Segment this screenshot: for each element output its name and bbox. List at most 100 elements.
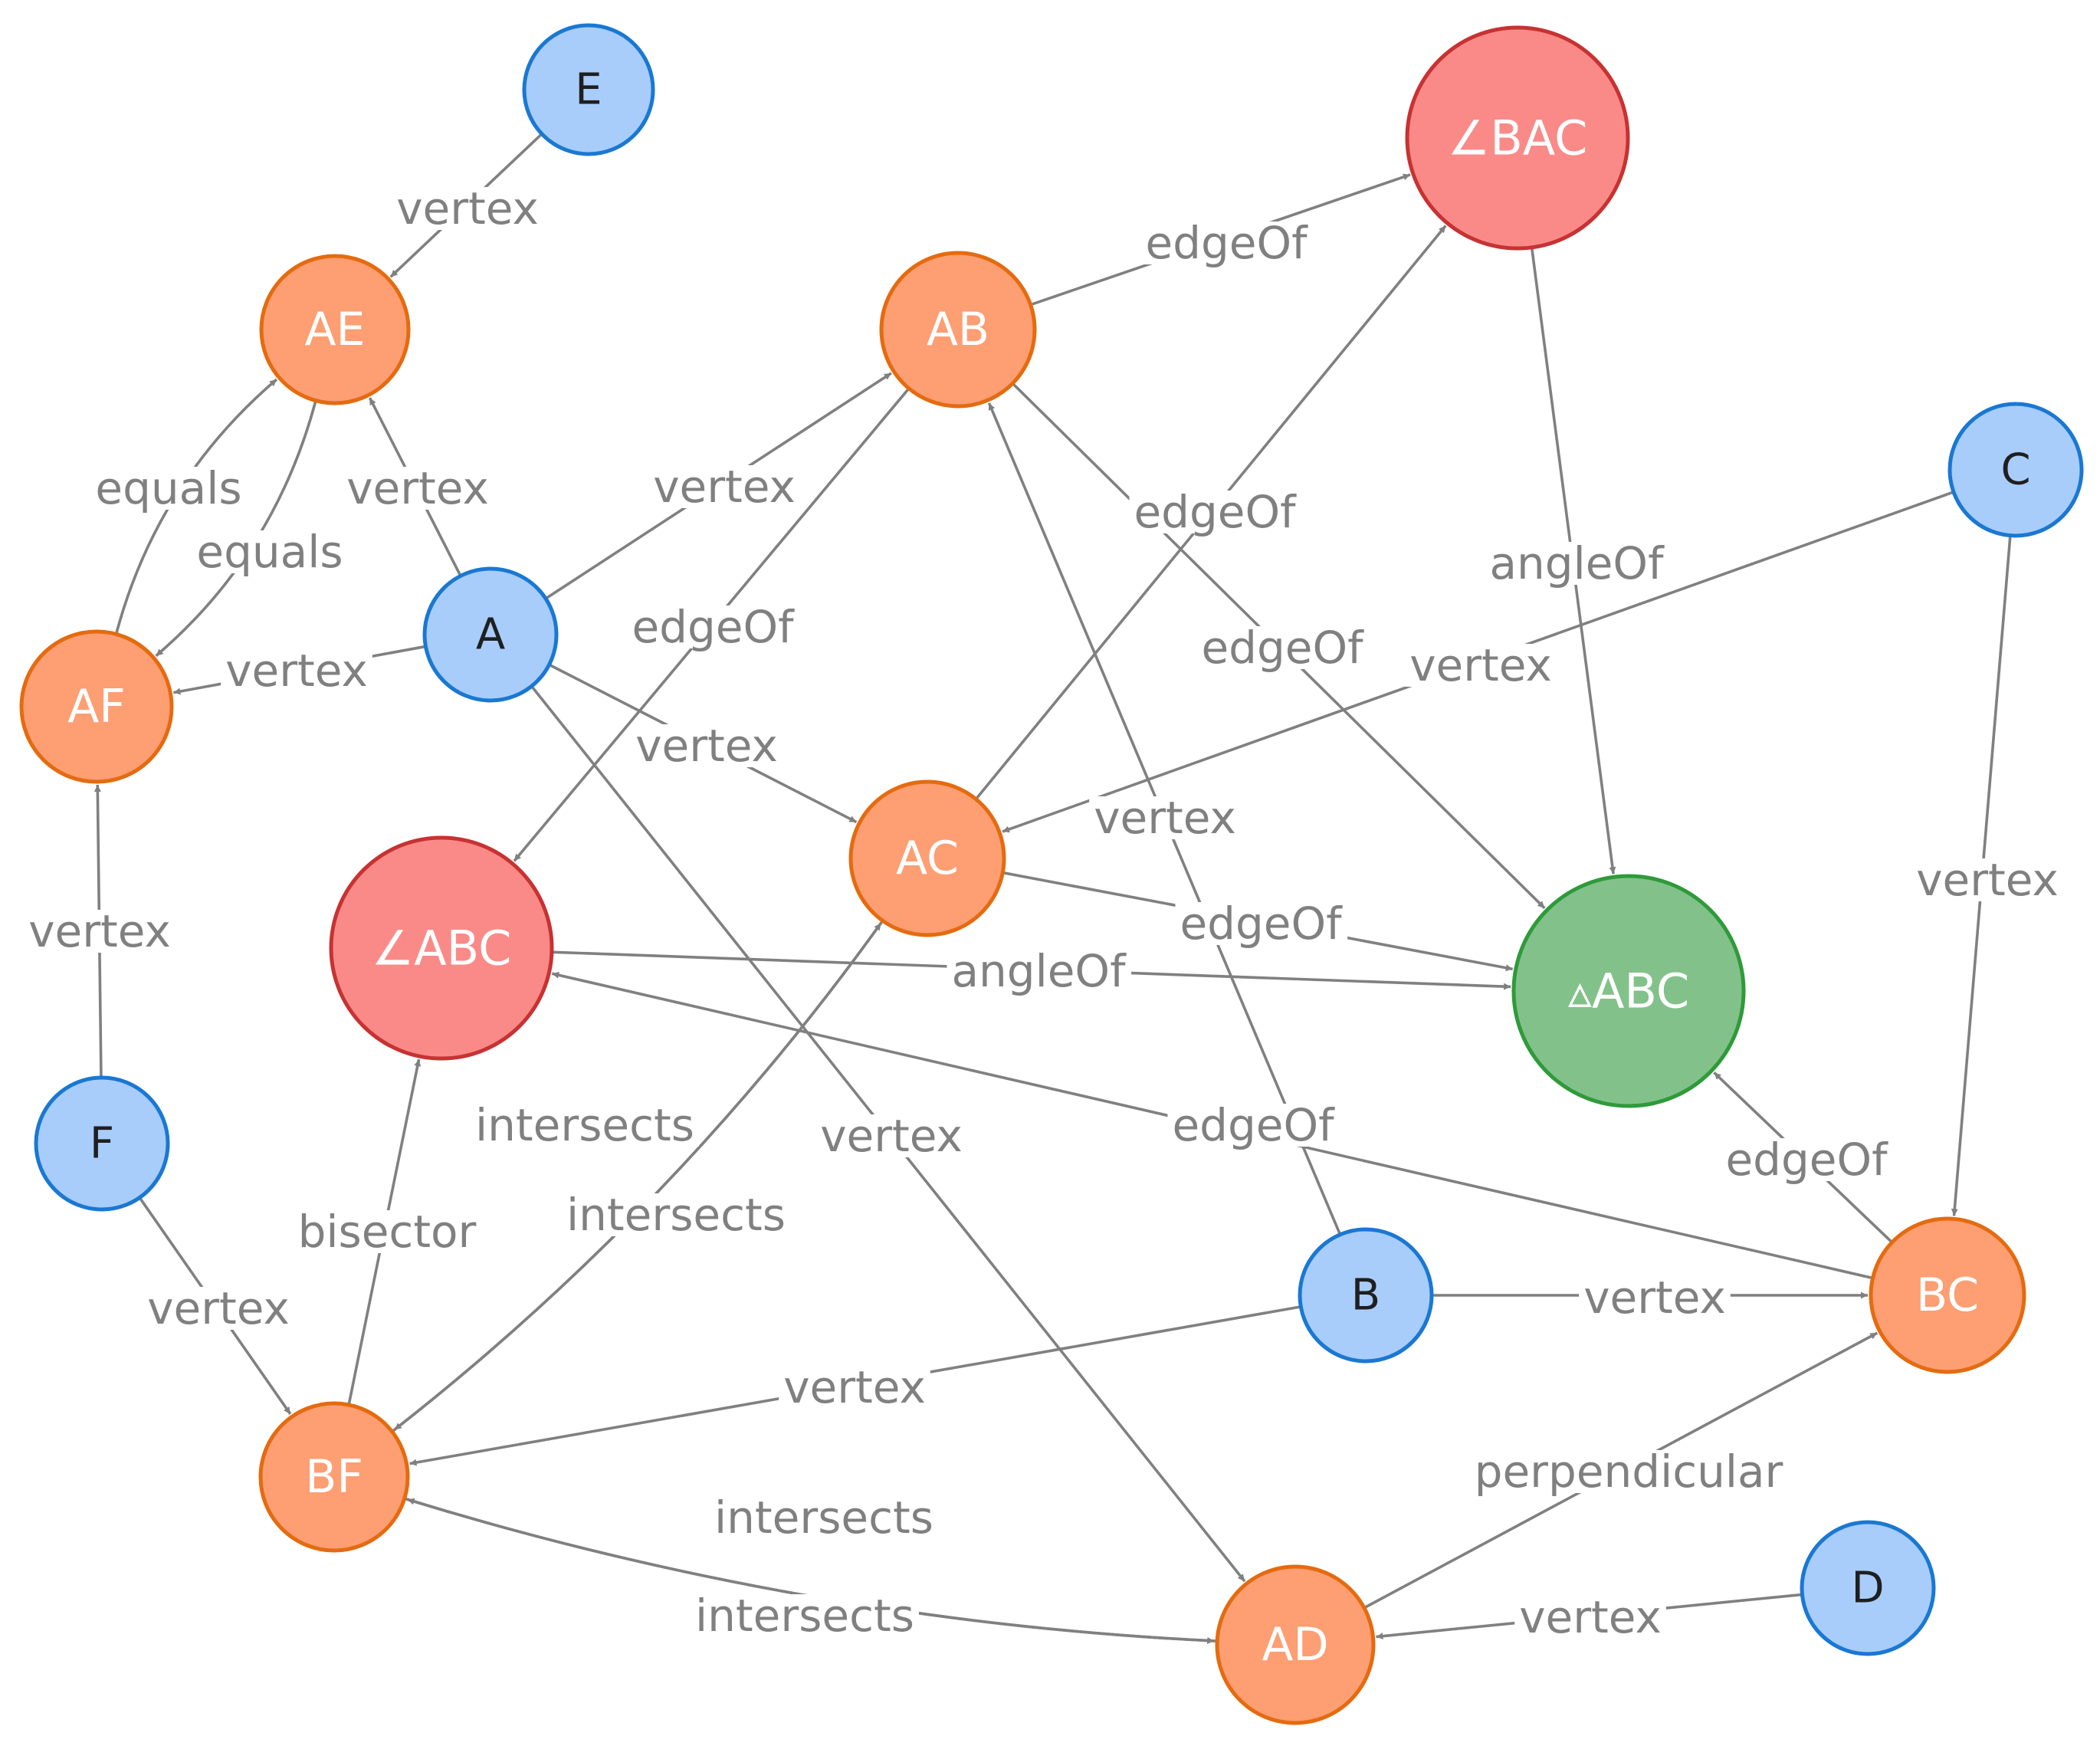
edge-label-text: vertex [1409, 639, 1552, 691]
node-bf[interactable]: BF [258, 1401, 410, 1553]
edge-label-edgeof: edgeOf [1196, 622, 1370, 674]
node-label: C [2000, 445, 2030, 495]
edge-label-background [947, 950, 1132, 993]
edge-label-text: vertex [396, 182, 539, 235]
edge-label-background [1721, 1138, 1894, 1181]
edge-label-text: vertex [783, 1361, 926, 1413]
edge-label-background [710, 1496, 938, 1539]
node-label: E [575, 65, 602, 115]
node-label: ∠BAC [1448, 110, 1588, 166]
edge-label-text: intersects [714, 1492, 934, 1544]
node-circle-point [34, 1075, 170, 1212]
edge-label-background [1175, 902, 1348, 945]
edge-label-vertex: vertex [1911, 854, 2063, 906]
node-label: AE [305, 303, 366, 356]
node-label: ∠ABC [372, 921, 512, 976]
edge-label-text: edgeOf [1201, 622, 1364, 674]
edge-label-angleof: angleOf [1485, 537, 1670, 589]
edge-label-text: vertex [147, 1282, 290, 1334]
node-circle-segment [879, 251, 1037, 409]
edge-label-text: vertex [1916, 854, 2059, 906]
node-circle-angle [1405, 25, 1630, 251]
edge-label-background [392, 187, 543, 230]
edge-label-background [1129, 491, 1302, 533]
edge-label-background [1469, 1450, 1788, 1493]
edge-label-vertex: vertex [342, 462, 494, 514]
edge-label-angleof: angleOf [947, 945, 1132, 997]
edge-label-text: vertex [1094, 792, 1236, 844]
edge-label-vertex: vertex [631, 720, 783, 772]
node-af[interactable]: AF [19, 629, 174, 784]
edge-label-vertex: vertex [143, 1282, 294, 1334]
edge-label-text: intersects [566, 1189, 786, 1241]
node-d[interactable]: D [1800, 1520, 1936, 1656]
node-a[interactable]: A [422, 566, 559, 703]
edge-label-vertex: vertex [1089, 792, 1241, 844]
node-e[interactable]: E [522, 23, 655, 156]
edge-label-vertex: vertex [1514, 1591, 1666, 1643]
node-label: D [1851, 1564, 1884, 1613]
node-label: AC [896, 832, 959, 885]
node-ab[interactable]: AB [879, 251, 1037, 409]
node-angle-abc[interactable]: ∠ABC [329, 835, 554, 1061]
node-circle-segment [1869, 1216, 2026, 1374]
node-c[interactable]: C [1947, 402, 2084, 538]
node-circle-triangle [1511, 874, 1746, 1108]
node-circle-angle [329, 835, 554, 1061]
edge-label-edgeof: edgeOf [1175, 898, 1348, 950]
edge-label-vertex: vertex [221, 645, 372, 697]
edge-label-text: vertex [1519, 1591, 1662, 1643]
edge-label-background [562, 1193, 790, 1236]
edge-label-vertex: vertex [779, 1361, 930, 1413]
edge-label-background [1405, 644, 1557, 687]
edge-label-background [648, 465, 800, 508]
node-ae[interactable]: AE [259, 254, 411, 405]
edge-label-background [192, 530, 348, 573]
node-label: A [476, 610, 505, 660]
edge-label-intersects: intersects [562, 1189, 790, 1241]
edge-label-text: edgeOf [632, 601, 795, 653]
node-label: AB [927, 303, 989, 356]
edge-label-text: vertex [635, 720, 778, 772]
edge-label-text: vertex [28, 905, 171, 957]
node-circle-point [422, 566, 559, 703]
node-angle-bac[interactable]: ∠BAC [1405, 25, 1630, 251]
node-label: B [1351, 1271, 1380, 1321]
node-bc[interactable]: BC [1869, 1216, 2026, 1374]
node-ad[interactable]: AD [1215, 1564, 1376, 1725]
edge-label-text: angleOf [1490, 537, 1665, 589]
node-label: F [90, 1119, 114, 1169]
edge-label-edgeof: edgeOf [1721, 1134, 1894, 1186]
edge-label-vertex: vertex [648, 461, 800, 513]
edge-label-text: edgeOf [1134, 486, 1297, 538]
node-label: ▵ABC [1568, 963, 1689, 1019]
edge-label-vertex: vertex [392, 182, 543, 235]
node-triangle-abc[interactable]: ▵ABC [1511, 874, 1746, 1108]
edge-label-equals: equals [90, 462, 247, 514]
edge-label-text: vertex [820, 1110, 963, 1162]
edge-label-text: angleOf [952, 945, 1127, 997]
node-label: BF [305, 1450, 363, 1504]
edge-label-bisector: bisector [293, 1206, 481, 1258]
node-label: BC [1916, 1268, 1979, 1322]
node-label: AD [1262, 1618, 1328, 1672]
node-circle-segment [19, 629, 174, 784]
node-circle-segment [848, 779, 1006, 937]
node-circle-point [522, 23, 655, 156]
edge-label-edgeof: edgeOf [1167, 1099, 1340, 1151]
node-ac[interactable]: AC [848, 779, 1006, 937]
edge-label-text: edgeOf [1725, 1134, 1888, 1186]
edge-label-background [1514, 1596, 1666, 1639]
node-circle-point [1800, 1520, 1936, 1656]
edge-label-background [815, 1114, 967, 1157]
edge-label-background [631, 724, 783, 767]
node-label: AF [67, 680, 126, 733]
edge-label-vertex: vertex [815, 1110, 967, 1162]
edge-label-background [1485, 542, 1670, 585]
node-b[interactable]: B [1298, 1227, 1434, 1364]
edge-label-vertex: vertex [1579, 1272, 1731, 1324]
node-circle-point [1947, 402, 2084, 538]
nodes-layer: E AE AB ∠BAC C A AF AC ∠ABC ▵ABC F B BC BF AD D [19, 23, 2084, 1725]
node-f[interactable]: F [34, 1075, 170, 1212]
edge-label-text: equals [196, 526, 343, 578]
